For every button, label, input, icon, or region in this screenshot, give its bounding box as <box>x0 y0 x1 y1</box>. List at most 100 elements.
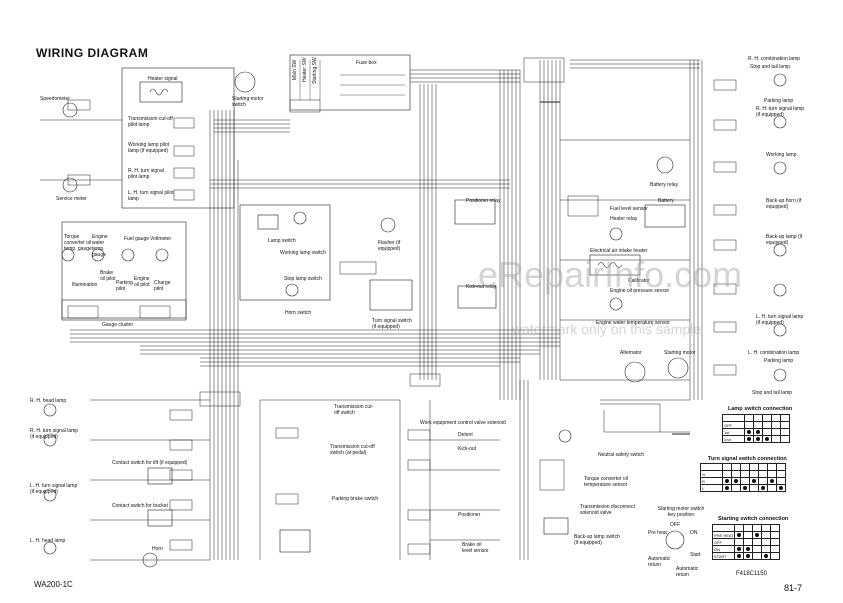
label-lh-combination-lamp: L. H. combination lamp <box>748 350 800 356</box>
label-main-sw: Main SW <box>292 59 298 80</box>
label-working-lamp: Working lamp <box>766 152 797 158</box>
starting-switch-table-title: Starting switch connection <box>718 516 789 522</box>
label-transmission-disconnect-solenoid: Transmission disconnect solenoid valve <box>580 504 635 516</box>
turn-row-l: L <box>700 484 723 492</box>
fuse-box-frame <box>289 54 411 111</box>
label-voltmeter: Voltmeter <box>150 236 172 242</box>
label-torque-converter-gauge: Torque converter oil temp. gauge <box>64 234 92 252</box>
label-engine-water-temp-sensor: Engine water temperature sensor <box>596 320 670 326</box>
label-positioner-relay: Positioner relay <box>466 198 501 204</box>
label-detent: Detent <box>458 432 473 438</box>
page-title: WIRING DIAGRAM <box>36 46 149 60</box>
label-rh-turn-signal-lamp: R. H. turn signal lamp (if equipped) <box>30 428 79 440</box>
label-back-up-lamp-switch: Back-up lamp switch (if equipped) <box>574 534 620 546</box>
start-row-off: OFF <box>712 538 735 546</box>
label-illumination: Illumination <box>72 282 98 288</box>
label-rh-turn-signal-lamp-right: R. H. turn signal lamp (if equipped) <box>756 106 805 118</box>
label-turn-signal-switch: Turn signal switch (if equipped) <box>372 318 412 330</box>
key-position-symbol <box>665 530 685 550</box>
instrument-frame <box>121 67 235 209</box>
label-battery: Battery <box>658 198 674 204</box>
label-stop-tail-lamp-top: Stop and tail lamp <box>750 64 791 70</box>
label-speedometer: Speedometer <box>40 96 71 102</box>
label-fuel-gauge: Fuel gauge <box>124 236 150 242</box>
label-working-lamp-switch: Working lamp switch <box>280 250 326 256</box>
label-lh-turn-signal-lamp: L. H. turn signal lamp (if equipped) <box>30 483 78 495</box>
label-rh-turn-pilot: R. H. turn signal pilot lamp <box>128 168 164 180</box>
label-rh-head-lamp: R. H. head lamp <box>30 398 67 404</box>
lamp-switch-table-title: Lamp switch connection <box>728 406 793 412</box>
figure-code: F418C1150 <box>736 571 767 577</box>
label-fuel-level-sensor: Fuel level sensor <box>610 206 648 212</box>
label-contact-switch-bucket: Contact switch for bucket <box>112 503 168 509</box>
label-lh-turn-signal-lamp-right: L. H. turn signal lamp (if equipped) <box>756 314 804 326</box>
label-work-equipment-solenoid: Work equipment control valve solenoid <box>420 420 506 426</box>
label-parking-lamp-top: Parking lamp <box>764 98 794 104</box>
key-start: Start <box>690 552 701 558</box>
label-horn-switch: Horn switch <box>285 310 312 316</box>
start-row-on: ON <box>712 545 735 553</box>
lamp-row-1st: 1st <box>722 428 745 436</box>
key-pre-heat: Pre heat <box>648 530 667 536</box>
label-torque-converter-oil-temp-sensor: Torque converter oil temperature sensor <box>584 476 628 488</box>
label-engine-water-gauge: Engine water temp. gauge <box>92 234 108 258</box>
label-lh-turn-pilot: L. H. turn signal pilot lamp <box>128 190 174 202</box>
label-parking-lamp-bottom: Parking lamp <box>764 358 794 364</box>
label-brake-oil-level-sensor: Brake oil level sensor <box>462 542 489 554</box>
starting-switch-symbol <box>234 71 256 93</box>
label-battery-relay: Battery relay <box>650 182 679 188</box>
label-calibrator: Calibrator <box>628 278 650 284</box>
label-positioner: Positioner <box>458 512 481 518</box>
label-lamp-switch: Lamp switch <box>268 238 296 244</box>
key-off: OFF <box>670 522 680 528</box>
label-flasher: Flasher (if equipped) <box>378 240 401 252</box>
starting-motor-symbol <box>667 357 689 379</box>
label-starting-motor-switch: Starting motor switch <box>232 96 264 108</box>
label-parking-brake-switch: Parking brake switch <box>332 496 379 502</box>
page-number: 81-7 <box>784 583 803 593</box>
label-lh-head-lamp: L. H. head lamp <box>30 538 66 544</box>
lamp-row-2nd: 2nd <box>722 435 745 443</box>
label-service-meter: Service meter <box>56 196 87 202</box>
key-on: ON <box>690 530 698 536</box>
label-back-up-lamp: Back-up lamp (if equipped) <box>766 234 803 246</box>
label-brake-oil-pilot: Brake oil pilot <box>100 270 116 282</box>
turn-row-n: N <box>700 470 723 478</box>
label-transmission-cutoff-switch-pedal: Transmission cut-off switch (at pedal) <box>330 444 375 456</box>
label-contact-switch-lift: Contact switch for lift (if equipped) <box>112 460 188 466</box>
turn-row-r: R <box>700 477 723 485</box>
label-working-lamp-pilot: Working lamp pilot lamp (if equipped) <box>128 142 170 154</box>
starting-switch-table: PRE HEAT OFF ON START <box>712 524 780 560</box>
label-kick-out: Kick-out <box>458 446 477 452</box>
label-heater-sw: Heater SW <box>302 57 308 82</box>
label-electrical-air-intake-heater: Electrical air intake heater <box>590 248 648 254</box>
label-stop-lamp-switch: Stop lamp switch <box>284 276 322 282</box>
label-stop-tail-lamp-bottom: Stop and tail lamp <box>752 390 793 396</box>
label-heater-relay: Heater relay <box>610 216 638 222</box>
label-fuse-box: Fuse box <box>356 60 377 66</box>
battery-relay-symbol <box>656 156 674 174</box>
key-auto-return-1: Automatic return <box>648 556 671 568</box>
key-auto-return-2: Automatic return <box>676 566 699 578</box>
turn-signal-table: N R L <box>700 463 786 492</box>
label-transmission-cutoff-switch: Transmission cut-off switch <box>334 404 374 416</box>
label-engine-oil-pressure-sensor: Engine oil pressure sensor <box>610 288 670 294</box>
label-gauge-cluster: Gauge cluster <box>102 322 134 328</box>
key-position-title: Starting motor switch key position <box>657 506 705 518</box>
label-parking-pilot: Parking pilot <box>116 280 133 292</box>
label-alternator: Alternator <box>620 350 642 356</box>
label-engine-oil-pilot: Engine oil pilot <box>134 276 150 288</box>
watermark-main: eRepairInfo.com <box>478 254 743 295</box>
label-starting-motor: Starting motor <box>664 350 696 356</box>
label-back-up-horn: Back-up horn (if equipped) <box>766 198 802 210</box>
label-charge-pilot: Charge pilot <box>154 280 171 292</box>
watermark-sub: watermark only on this sample <box>512 321 702 337</box>
start-row-start: START <box>712 552 735 560</box>
label-starting-sw: Starting SW <box>312 57 318 84</box>
turn-signal-table-title: Turn signal switch connection <box>708 456 787 462</box>
label-transmission-cutoff-pilot: Transmission cut-off pilot lamp <box>128 116 173 128</box>
model-code: WA200-1C <box>34 580 73 589</box>
start-row-preheat: PRE HEAT <box>712 531 735 539</box>
